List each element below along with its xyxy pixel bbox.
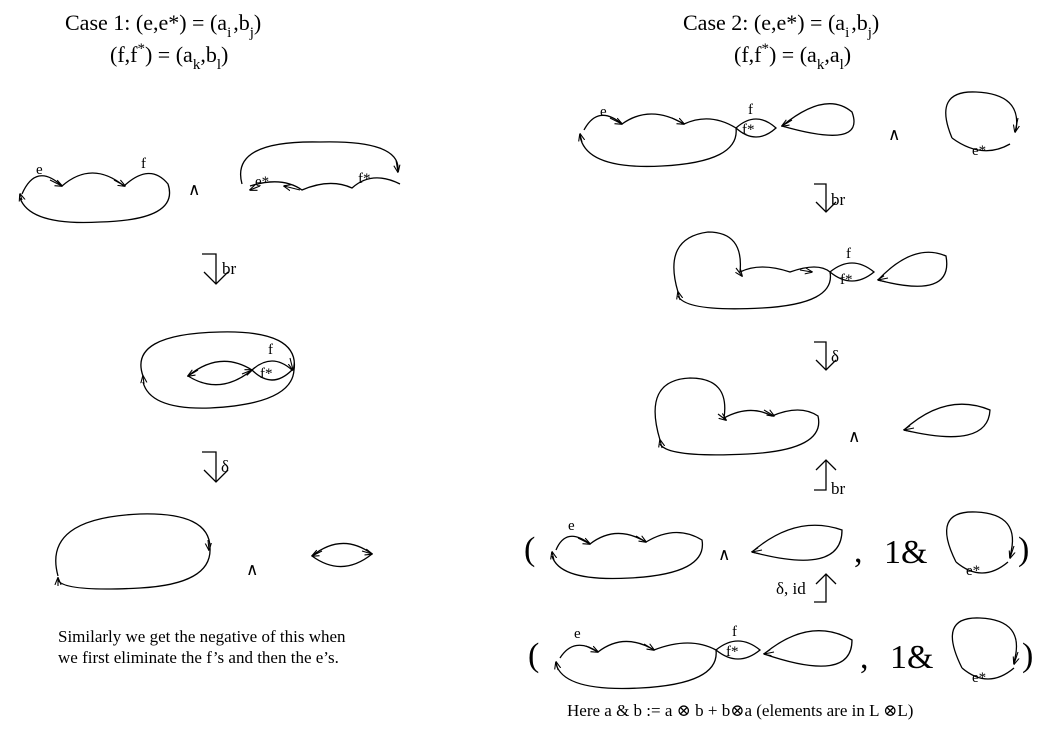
label-f: f (141, 156, 146, 172)
label-e-star: e* (255, 174, 269, 190)
svg-text:Case 1: (e,e*) = (ai,bj): Case 1: (e,e*) = (ai,bj) (65, 10, 261, 41)
case2-row3-lens (904, 403, 991, 438)
svg-text:(f,f*) = (ak,bl): (f,f*) = (ak,bl) (110, 41, 228, 73)
case2-row1-graph: f f* e (580, 102, 855, 168)
case1-row2-graph: f f* (141, 331, 296, 409)
case2-row5: ( e f f* , 1& e* ) (528, 617, 1033, 690)
svg-text:(: ( (528, 637, 539, 674)
svg-text:δ: δ (221, 457, 229, 476)
svg-text:e: e (574, 626, 581, 642)
case1-row1-right-graph: e* f* (240, 141, 400, 190)
case1-row1-left-graph: e f (20, 156, 171, 224)
case1-wedge-1: ∧ (188, 180, 200, 199)
case2-row1-loop: e* (945, 91, 1018, 159)
case2-row2-graph: f f* (673, 231, 948, 310)
case1-note-1: Similarly we get the negative of this wh… (58, 627, 346, 646)
label-e: e (36, 162, 43, 178)
svg-text:∧: ∧ (718, 545, 730, 564)
case2-arrow-br-up: br (814, 459, 846, 498)
case2-row3-graph (654, 377, 820, 456)
svg-text:δ, id: δ, id (776, 579, 806, 598)
case2-wedge-1: ∧ (888, 125, 900, 144)
svg-text:f*: f* (260, 366, 273, 382)
case2-arrow-br-1: br (814, 183, 846, 213)
case2-wedge-2: ∧ (848, 427, 860, 446)
case2-title: Case 2: (e,e*) = (ai,bj) (f,f*) = (ak,al… (683, 10, 879, 73)
svg-text:Case 2: (e,e*) = (ai,bj): Case 2: (e,e*) = (ai,bj) (683, 10, 879, 41)
case1-note-2: we first eliminate the f’s and then the … (58, 648, 339, 667)
label-f-star: f* (358, 171, 371, 187)
case2-arrow-delta-1: δ (814, 341, 839, 371)
svg-text:): ) (1022, 637, 1033, 674)
svg-text:(: ( (524, 531, 535, 568)
case1-arrow-delta: δ (202, 451, 229, 483)
svg-text:f: f (748, 102, 753, 118)
svg-text:e*: e* (972, 143, 986, 159)
svg-text:br: br (222, 259, 237, 278)
svg-text:f*: f* (742, 122, 755, 138)
svg-text:1&: 1& (884, 534, 927, 571)
svg-text:br: br (831, 190, 846, 209)
case1-row3-lens (312, 542, 372, 568)
svg-text:f*: f* (840, 272, 853, 288)
svg-text:(f,f*) = (ak,al): (f,f*) = (ak,al) (734, 41, 851, 73)
svg-text:br: br (831, 479, 846, 498)
svg-text:e: e (568, 518, 575, 534)
case1-title: Case 1: (e,e*) = (ai,bj) (f,f*) = (ak,bl… (65, 10, 261, 73)
svg-text:e: e (600, 104, 607, 120)
case1-row3-graph (56, 513, 210, 590)
svg-text:e*: e* (966, 563, 980, 579)
case2-row4: ( e ∧ , 1& e* ) (524, 511, 1029, 580)
case2-arrow-delta-id-up: δ, id (776, 573, 837, 603)
svg-text:f: f (268, 342, 273, 358)
svg-text:,: , (854, 533, 863, 570)
case1-arrow-br: br (202, 253, 237, 285)
svg-text:1&: 1& (890, 639, 933, 676)
svg-text:e*: e* (972, 670, 986, 686)
svg-text:f: f (732, 624, 737, 640)
svg-text:): ) (1018, 531, 1029, 568)
svg-text:,: , (860, 639, 869, 676)
svg-text:δ: δ (831, 347, 839, 366)
case1-wedge-2: ∧ (246, 560, 258, 579)
svg-text:f*: f* (726, 644, 739, 660)
case2-footer: Here a & b := a ⊗ b + b⊗a (elements are … (567, 701, 913, 720)
svg-text:f: f (846, 246, 851, 262)
